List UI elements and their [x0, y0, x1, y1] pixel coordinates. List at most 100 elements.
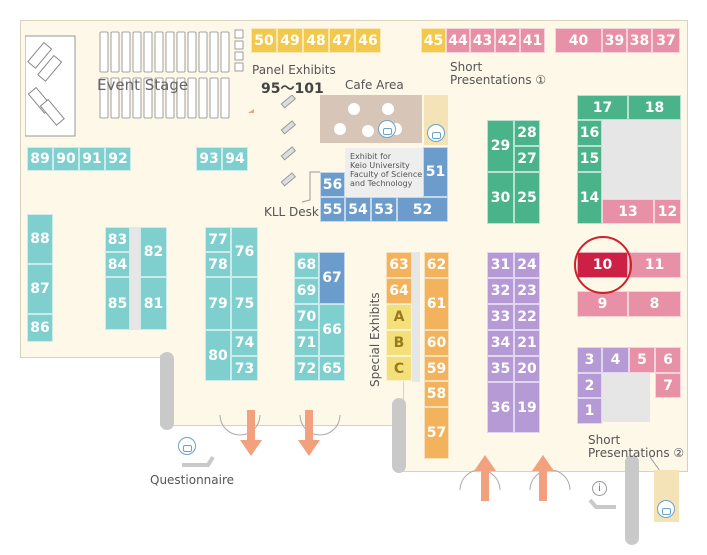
booth-66[interactable]: 66 — [319, 304, 345, 356]
booth-64[interactable]: 64 — [386, 278, 412, 304]
booth-4[interactable]: 4 — [602, 347, 629, 373]
booth-71[interactable]: 71 — [294, 330, 319, 356]
booth-35[interactable]: 35 — [487, 356, 514, 382]
booth-89[interactable]: 89 — [27, 147, 53, 171]
booth-43[interactable]: 43 — [470, 28, 495, 53]
booth-18[interactable]: 18 — [628, 95, 681, 120]
booth-2[interactable]: 2 — [577, 373, 602, 398]
booth-29[interactable]: 29 — [487, 120, 514, 172]
booth-47[interactable]: 47 — [329, 28, 355, 53]
booth-3[interactable]: 3 — [577, 347, 602, 373]
questionnaire-label: Questionnaire — [150, 473, 235, 487]
booth-59[interactable]: 59 — [424, 356, 449, 381]
booth-24[interactable]: 24 — [514, 252, 540, 278]
booth-25[interactable]: 25 — [514, 172, 540, 224]
booth-27[interactable]: 27 — [514, 146, 540, 172]
booth-88[interactable]: 88 — [27, 214, 53, 264]
booth-38[interactable]: 38 — [627, 28, 652, 53]
booth-77[interactable]: 77 — [205, 227, 231, 252]
booth-94[interactable]: 94 — [222, 147, 248, 171]
booth-45[interactable]: 45 — [421, 28, 446, 53]
booth-36[interactable]: 36 — [487, 382, 514, 433]
booth-9[interactable]: 9 — [577, 291, 628, 317]
kll-desk-label: KLL Desk — [264, 205, 319, 219]
booth-6[interactable]: 6 — [655, 347, 681, 373]
booth-68[interactable]: 68 — [294, 252, 319, 278]
booth-84[interactable]: 84 — [105, 252, 130, 277]
booth-93[interactable]: 93 — [196, 147, 222, 171]
booth-21[interactable]: 21 — [514, 330, 540, 356]
booth-90[interactable]: 90 — [53, 147, 79, 171]
booth-92[interactable]: 92 — [105, 147, 131, 171]
booth-19[interactable]: 19 — [514, 382, 540, 433]
booth-72[interactable]: 72 — [294, 356, 319, 381]
booth-1[interactable]: 1 — [577, 398, 602, 424]
booth-58[interactable]: 58 — [424, 381, 449, 407]
booth-32[interactable]: 32 — [487, 278, 514, 304]
booth-8[interactable]: 8 — [628, 291, 681, 317]
booth-87[interactable]: 87 — [27, 264, 53, 314]
booth-54[interactable]: 54 — [345, 197, 371, 222]
booth-20[interactable]: 20 — [514, 356, 540, 382]
booth-42[interactable]: 42 — [495, 28, 520, 53]
booth-78[interactable]: 78 — [205, 252, 231, 277]
booth-50[interactable]: 50 — [251, 28, 277, 53]
booth-70[interactable]: 70 — [294, 304, 319, 330]
booth-74[interactable]: 74 — [231, 330, 258, 356]
booth-56[interactable]: 56 — [320, 172, 345, 197]
booth-14[interactable]: 14 — [577, 172, 602, 224]
booth-86[interactable]: 86 — [27, 314, 53, 342]
booth-16[interactable]: 16 — [577, 120, 602, 146]
booth-80[interactable]: 80 — [205, 330, 231, 381]
booth-82[interactable]: 82 — [140, 227, 167, 277]
booth-44[interactable]: 44 — [446, 28, 470, 53]
panel-range-label: 95～101 — [261, 81, 324, 97]
booth-61[interactable]: 61 — [424, 278, 449, 330]
booth-91[interactable]: 91 — [79, 147, 105, 171]
booth-52[interactable]: 52 — [397, 197, 448, 222]
booth-51[interactable]: 51 — [423, 147, 448, 197]
booth-49[interactable]: 49 — [277, 28, 303, 53]
booth-85[interactable]: 85 — [105, 277, 130, 330]
booth-55[interactable]: 55 — [320, 197, 345, 222]
booth-15[interactable]: 15 — [577, 146, 602, 172]
booth-79[interactable]: 79 — [205, 277, 231, 330]
booth-28[interactable]: 28 — [514, 120, 540, 146]
booth-7[interactable]: 7 — [655, 373, 681, 398]
booth-34[interactable]: 34 — [487, 330, 514, 356]
booth-37[interactable]: 37 — [652, 28, 680, 53]
booth-31[interactable]: 31 — [487, 252, 514, 278]
booth-57[interactable]: 57 — [424, 407, 449, 459]
booth-C[interactable]: C — [386, 356, 412, 381]
booth-53[interactable]: 53 — [371, 197, 397, 222]
booth-A[interactable]: A — [386, 304, 412, 330]
booth-75[interactable]: 75 — [231, 277, 258, 330]
booth-5[interactable]: 5 — [629, 347, 655, 373]
booth-81[interactable]: 81 — [140, 277, 167, 330]
booth-B[interactable]: B — [386, 330, 412, 356]
booth-83[interactable]: 83 — [105, 227, 130, 252]
booth-63[interactable]: 63 — [386, 252, 412, 278]
booth-69[interactable]: 69 — [294, 278, 319, 304]
booth-40[interactable]: 40 — [555, 28, 602, 53]
booth-22[interactable]: 22 — [514, 304, 540, 330]
booth-67[interactable]: 67 — [319, 252, 345, 304]
booth-60[interactable]: 60 — [424, 330, 449, 356]
booth-33[interactable]: 33 — [487, 304, 514, 330]
booth-65[interactable]: 65 — [319, 356, 345, 381]
booth-62[interactable]: 62 — [424, 252, 449, 278]
booth-41[interactable]: 41 — [520, 28, 545, 53]
booth-46[interactable]: 46 — [355, 28, 381, 53]
booth-39[interactable]: 39 — [602, 28, 627, 53]
booth-11[interactable]: 11 — [628, 252, 681, 278]
presentation-icon — [378, 120, 396, 138]
floor-area-lower-left — [160, 355, 406, 426]
booth-12[interactable]: 12 — [654, 199, 681, 224]
booth-48[interactable]: 48 — [303, 28, 329, 53]
booth-23[interactable]: 23 — [514, 278, 540, 304]
booth-17[interactable]: 17 — [577, 95, 628, 120]
booth-13[interactable]: 13 — [602, 199, 654, 224]
booth-73[interactable]: 73 — [231, 356, 258, 381]
booth-76[interactable]: 76 — [231, 227, 258, 277]
booth-30[interactable]: 30 — [487, 172, 514, 224]
